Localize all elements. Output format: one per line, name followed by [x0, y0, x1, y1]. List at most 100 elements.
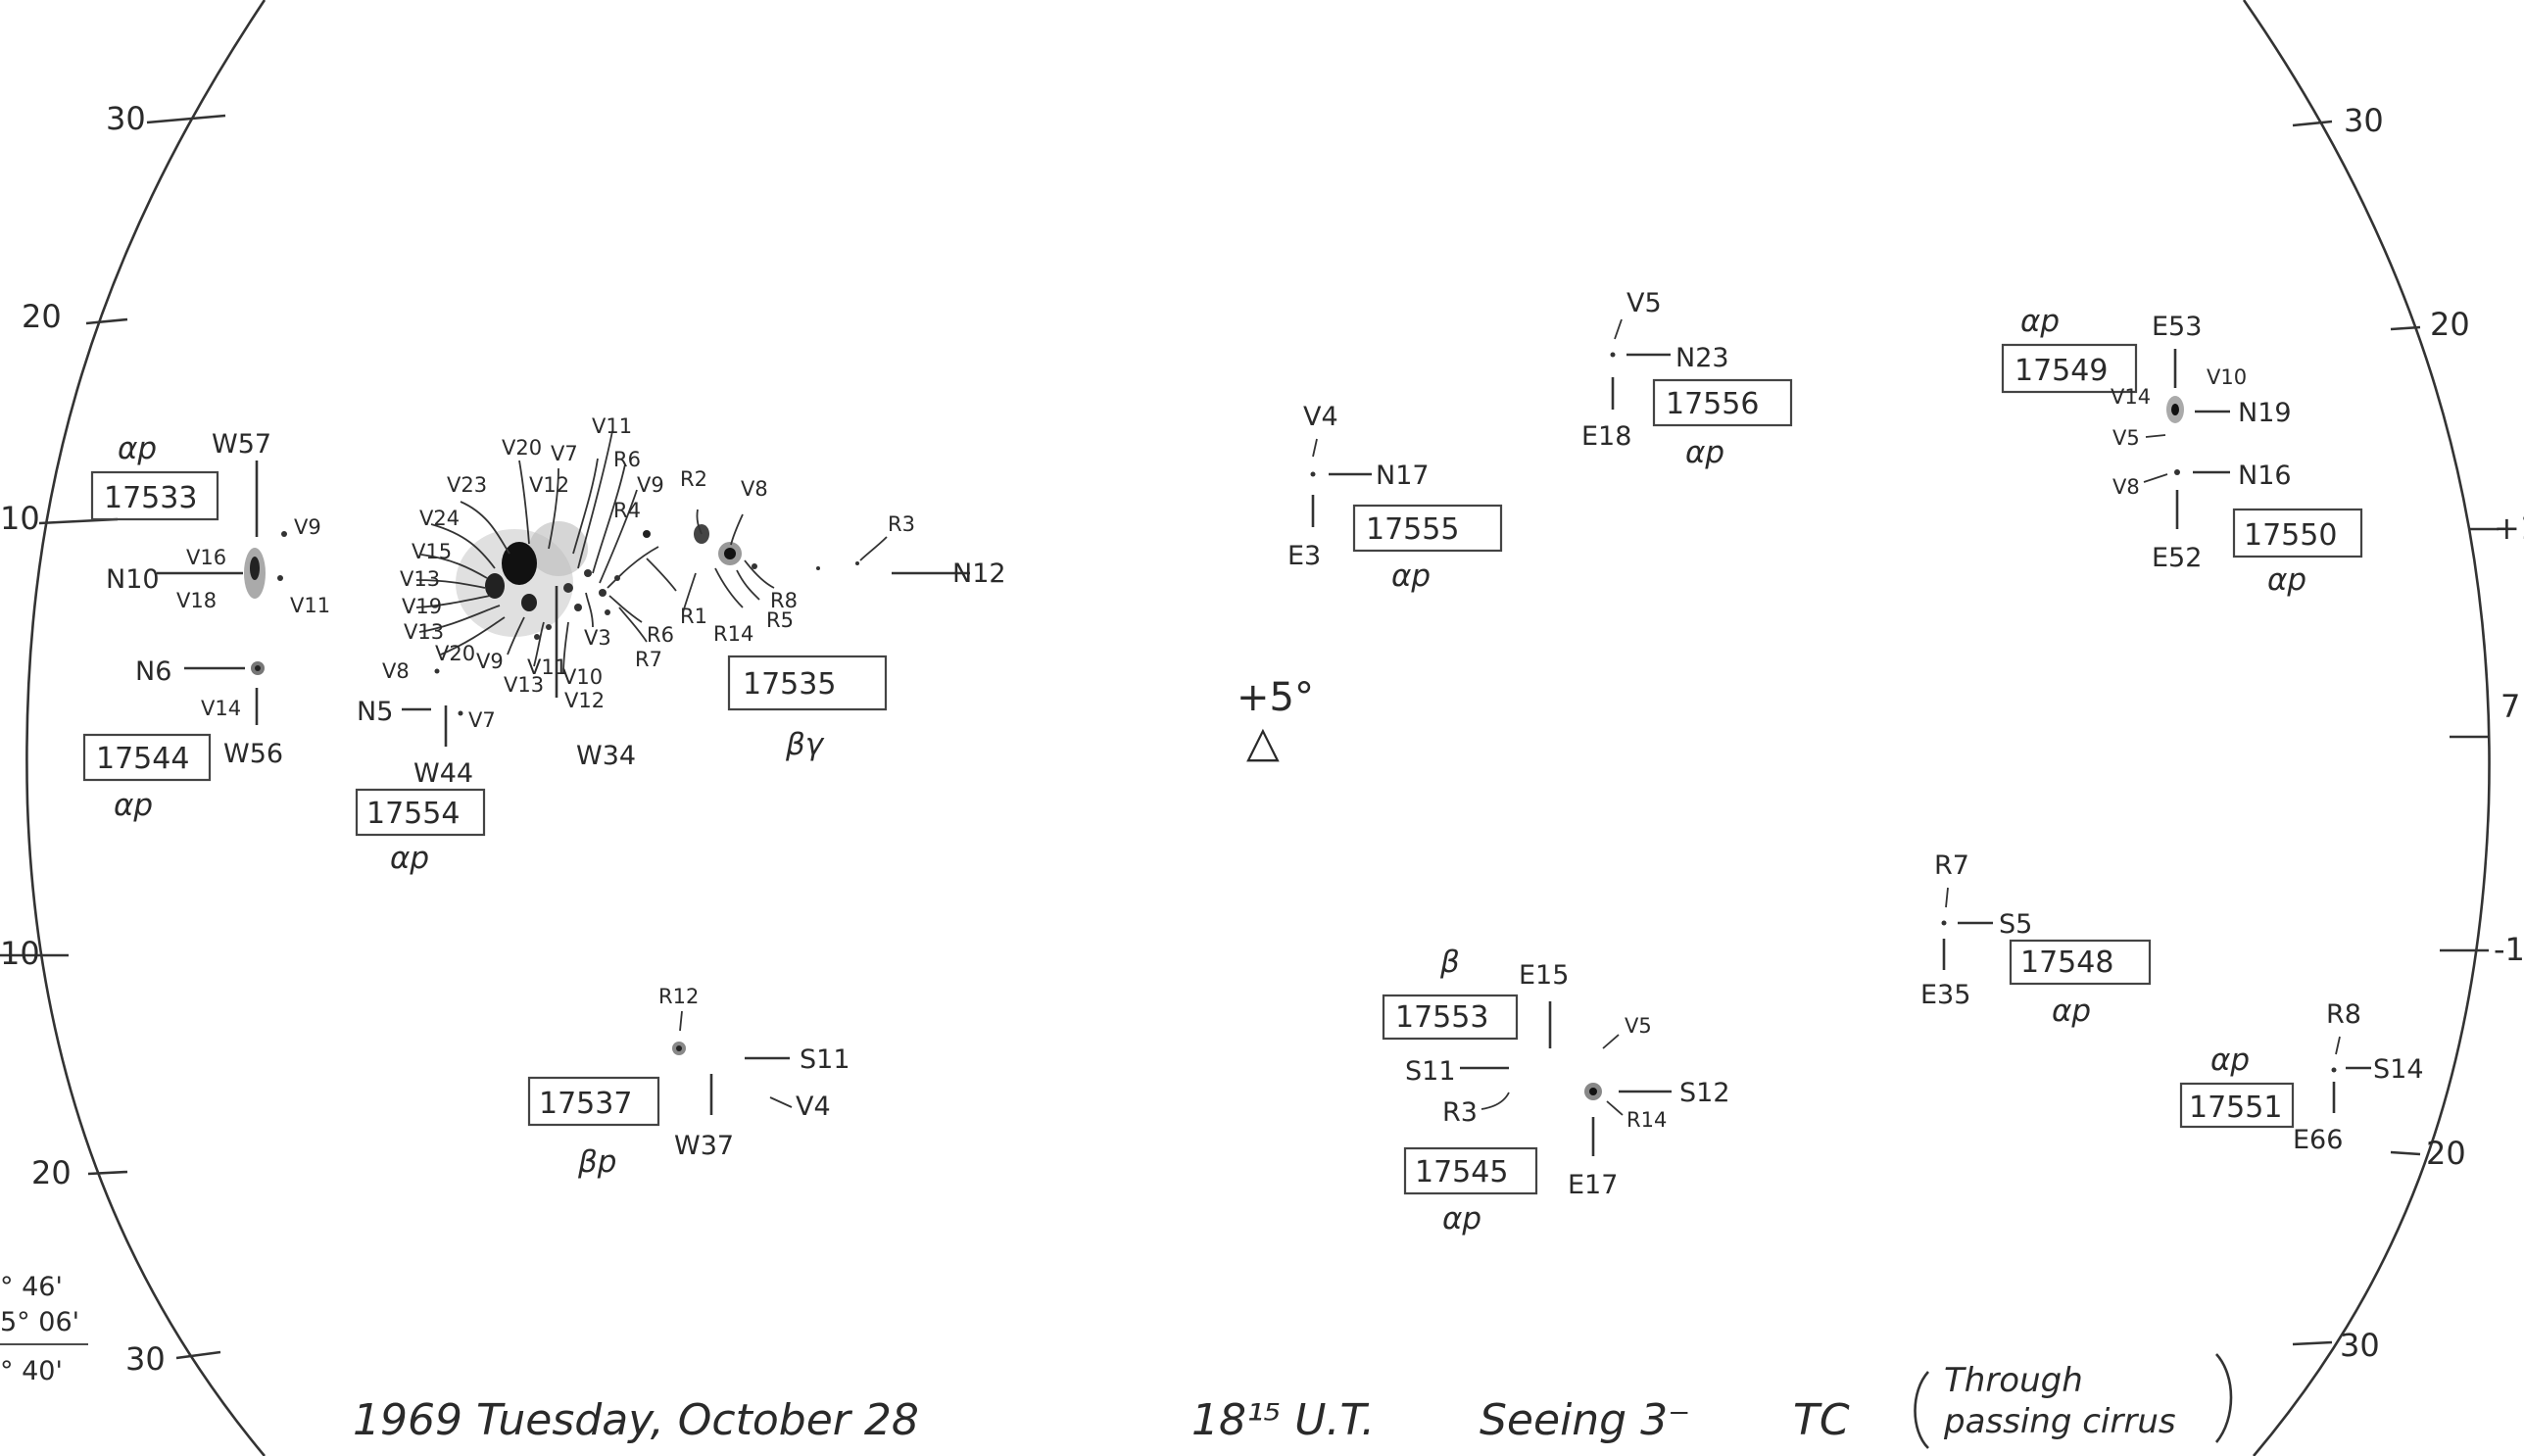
spot-label: S14	[2373, 1054, 2424, 1085]
spot-label: N12	[952, 558, 1006, 589]
right-tick-label: 30	[2344, 102, 2384, 139]
spot-label: V4	[1303, 402, 1338, 432]
region-number: 17549	[2014, 354, 2108, 388]
left-tick-label: 30	[125, 1340, 166, 1378]
region-17537: R12 S11 V4 17537 W37 βp	[527, 985, 850, 1180]
region-class: αp	[2267, 562, 2306, 598]
spot-label: V5	[1625, 1014, 1652, 1038]
region-position: E52	[2152, 543, 2202, 573]
region-class: βp	[577, 1144, 616, 1180]
region-position: E53	[2152, 312, 2202, 342]
region-17555: V4 N17 E3 17555 αp	[1287, 402, 1503, 594]
spot-label: R3	[1442, 1097, 1478, 1128]
spot-label: R7	[635, 648, 662, 671]
region-17544: N6 V14 W56 17544 αp	[82, 656, 283, 823]
spot-label: R6	[613, 448, 641, 471]
left-tick-label: 10	[0, 935, 40, 972]
region-number: 17535	[743, 667, 836, 702]
spot-label: V9	[637, 473, 664, 497]
spot-label: V10	[562, 665, 603, 689]
region-class: β	[1439, 945, 1460, 980]
spot-label: V20	[435, 642, 475, 665]
spot-label: V18	[176, 589, 217, 612]
spot-label: N17	[1376, 461, 1430, 491]
spot-label: S11	[1405, 1056, 1456, 1087]
region-17554: V8 N5 V7 W44 17554 αp	[355, 659, 496, 876]
spot-label: V14	[201, 697, 241, 720]
spot-label: S11	[800, 1044, 850, 1075]
spot-label: R2	[680, 467, 707, 491]
spot-label: S5	[1999, 909, 2032, 940]
spot-label: V11	[290, 594, 330, 617]
tc-label: TC	[1793, 1395, 1850, 1445]
region-17549: αp E53 17549 V10 V14 N19 V5	[2001, 304, 2292, 450]
region-17556: V5 N23 E18 17556 αp	[1581, 288, 1793, 470]
region-number: 17550	[2244, 518, 2337, 553]
spot-label: V14	[2111, 385, 2151, 409]
solar-limb-left	[25, 0, 267, 1456]
region-17553: β E15 17553 S11 R3	[1382, 945, 1569, 1128]
region-class: αp	[118, 431, 157, 466]
spot-label: V8	[2112, 475, 2140, 499]
right-tick-label: +1	[2494, 510, 2524, 547]
solar-limb-right	[2242, 0, 2491, 1456]
region-17533: αp W57 17533 V9 V16 V18 V11 N10	[90, 429, 330, 617]
left-notes: ° 46' 5° 06' ° 40'	[0, 1272, 88, 1386]
right-tick-label: 7	[2500, 688, 2520, 725]
spot-label: R5	[766, 608, 794, 632]
spot-label: N19	[2238, 398, 2292, 428]
right-tick-label: 30	[2340, 1327, 2380, 1364]
spot-label: R8	[2326, 999, 2361, 1030]
note-line-1: Through	[1944, 1361, 2083, 1400]
left-note: 5° 06'	[0, 1307, 79, 1337]
spot-label: R7	[1934, 850, 1969, 881]
spot-label: S12	[1679, 1078, 1730, 1108]
spot-label: V15	[412, 540, 452, 563]
region-class: αp	[2210, 1043, 2250, 1078]
region-number: 17548	[2020, 946, 2113, 980]
region-17550: V8 N16 E52 17550 αp	[2112, 461, 2363, 598]
observation-footer: 1969 Tuesday, October 28 18¹⁵ U.T. Seein…	[353, 1353, 2233, 1449]
spot-label: V9	[476, 650, 504, 673]
note-line-2: passing cirrus	[1943, 1402, 2176, 1441]
spot-label: V13	[504, 673, 544, 697]
region-class: αp	[114, 788, 153, 823]
region-position: E66	[2293, 1125, 2343, 1155]
spot-label: N6	[135, 656, 171, 687]
region-class: αp	[1442, 1201, 1481, 1237]
spot-label: R8	[770, 589, 798, 612]
spot-label: N23	[1675, 343, 1729, 373]
region-class: αp	[1391, 558, 1431, 594]
spot-label: V3	[584, 626, 611, 650]
region-17548: R7 S5 E35 17548 αp	[1920, 850, 2152, 1029]
region-position: W44	[413, 758, 473, 789]
left-note: ° 40'	[0, 1356, 63, 1386]
region-position: E3	[1287, 541, 1321, 571]
region-17535: V20 V7 V11 V23 V12 R6 V9 V24 R4 V15 V13 …	[400, 414, 1006, 771]
region-class: αp	[2020, 304, 2060, 339]
spot-label: R14	[713, 622, 753, 646]
spot-label: V4	[796, 1092, 831, 1122]
spot-label: N5	[357, 697, 393, 727]
spot-label: R14	[1626, 1108, 1667, 1132]
observation-date: 1969 Tuesday, October 28	[353, 1395, 919, 1445]
spot-label: V8	[382, 659, 410, 683]
spot-label: V11	[527, 655, 567, 679]
spot-label: V19	[402, 595, 442, 618]
spot-label: V10	[2207, 365, 2247, 389]
region-number: 17553	[1395, 1000, 1488, 1035]
region-position: W56	[223, 739, 283, 769]
right-tick-label: 20	[2426, 1135, 2466, 1172]
spot-label: N10	[106, 564, 160, 595]
right-tick-label: -1	[2494, 931, 2524, 968]
spot-label: V24	[419, 507, 460, 530]
spot-label: R12	[658, 985, 699, 1008]
disk-center-mark: +5° △	[1237, 675, 1314, 767]
spot-label: V12	[529, 473, 569, 497]
spot-label: V5	[2112, 426, 2140, 450]
left-grid-ticks: 30 20 10 10 20 30	[0, 100, 226, 1378]
region-number: 17544	[96, 742, 189, 776]
spot-label: V13	[404, 620, 444, 644]
region-number: 17556	[1666, 387, 1759, 421]
spot-label: V13	[400, 567, 440, 591]
